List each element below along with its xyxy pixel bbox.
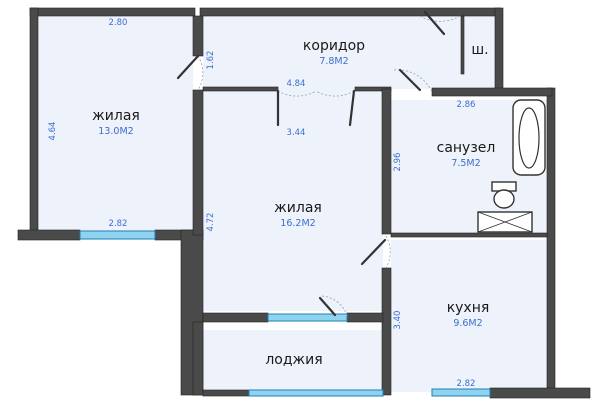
bedroom-left-floor[interactable]	[38, 16, 193, 234]
wall-living-bottom-left	[202, 312, 269, 323]
dim-bedroom-side: 4.64	[48, 122, 58, 141]
wall-bottom-left	[202, 389, 250, 397]
kitchen-name: кухня	[447, 300, 490, 316]
living-window	[267, 313, 348, 322]
kitchen-window	[431, 388, 491, 397]
dim-bath-top: 2.86	[457, 100, 476, 110]
door-loggia[interactable]	[318, 295, 348, 317]
dim-bedroom-window: 2.82	[109, 219, 128, 229]
kitchen-floor[interactable]	[391, 240, 547, 392]
corridor-floor[interactable]	[203, 16, 463, 89]
walls	[17, 7, 591, 399]
wall-bedroom-bottom-left	[17, 229, 81, 241]
doors	[176, 10, 461, 317]
wall-top-left	[29, 7, 196, 17]
bedroom-window	[79, 230, 156, 240]
windows	[79, 230, 491, 397]
bedroom-left-name: жилая	[92, 108, 140, 124]
wall-wardrobe-left	[460, 15, 465, 75]
wall-bedroom-right-lower	[192, 89, 204, 236]
bathroom-name: санузел	[437, 140, 496, 156]
wall-right	[546, 87, 556, 394]
dim-living-door: 3.44	[287, 128, 306, 138]
door-bedroom[interactable]	[176, 54, 204, 91]
dim-kitchen-window: 2.82	[457, 379, 476, 389]
door-kitchen[interactable]	[360, 235, 391, 269]
living-floor[interactable]	[203, 89, 383, 311]
loggia-window	[248, 389, 384, 397]
wall-right-upper	[494, 7, 504, 94]
wall-left	[29, 7, 39, 235]
bathroom-fixtures	[477, 99, 546, 233]
wall-bath-left	[381, 88, 392, 235]
toilet-icon	[491, 181, 517, 209]
kitchen-area: 9.6М2	[453, 318, 482, 329]
bathroom-area: 7.5М2	[451, 158, 480, 169]
corridor-area: 7.8М2	[319, 56, 348, 67]
bathtub-icon	[512, 99, 546, 176]
wall-bottom-right	[489, 387, 591, 399]
door-corridor-entry[interactable]	[419, 10, 461, 36]
bathtub-basin	[518, 107, 540, 169]
dim-corridor-width: 4.84	[287, 79, 306, 89]
loggia-floor[interactable]	[203, 330, 383, 392]
dim-kitchen-side: 3.40	[393, 311, 403, 330]
corridor-name: коридор	[303, 38, 365, 54]
dim-living-side: 4.72	[206, 213, 216, 232]
bedroom-left-area: 13.0М2	[98, 126, 133, 137]
wall-bath-top	[431, 87, 553, 97]
loggia-name: лоджия	[265, 352, 322, 368]
door-bathroom[interactable]	[393, 68, 433, 93]
dim-bedroom-top: 2.80	[109, 18, 128, 28]
wall-living-kitchen	[381, 267, 392, 396]
wall-top-right	[199, 7, 501, 17]
wall-bath-bottom	[390, 232, 548, 238]
door-living-double[interactable]	[276, 89, 356, 127]
wall-corridor-bottom	[202, 86, 279, 92]
wall-loggia-left	[192, 321, 204, 396]
wardrobe-floor[interactable]	[463, 16, 495, 89]
dim-bath-side: 2.96	[393, 153, 403, 172]
wall-bedroom-right	[192, 15, 204, 57]
living-area: 16.2М2	[280, 218, 315, 229]
wall-living-bottom-right	[346, 312, 384, 323]
living-name: жилая	[274, 200, 322, 216]
dim-corridor-door: 1.62	[206, 51, 216, 70]
wardrobe-name: ш.	[471, 42, 488, 58]
